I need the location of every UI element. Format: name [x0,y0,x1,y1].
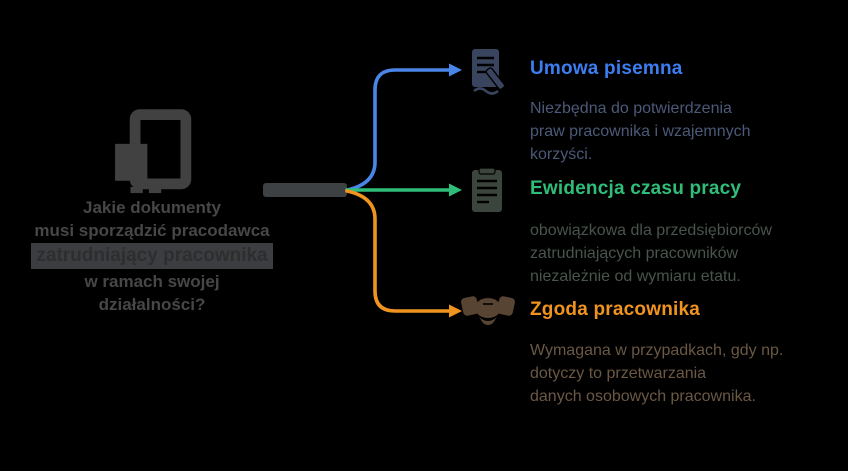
branch-title-ewidencja-czasu-pracy: Ewidencja czasu pracy [530,178,742,199]
branch-description: obowiązkowa dla przedsiębiorców zatrudni… [530,219,845,288]
arrow-blue [345,68,451,192]
branch-title-zgoda-pracownika: Zgoda pracownika [530,299,701,320]
body-line: Niezbędna do potwierdzenia [530,100,732,117]
arrow-orange [345,189,451,313]
question-text: Jakie dokumenty musi sporządzić pracodaw… [18,196,286,316]
arrowhead-blue-icon [449,63,462,77]
arrowhead-orange-icon [449,304,462,318]
body-line: dotyczy to przetwarzania [530,365,707,382]
body-line: korzyści. [530,146,593,163]
body-line: praw pracownika i wzajemnych [530,123,751,140]
contract-signature-icon [472,49,506,95]
body-line: Wymagana w przypadkach, gdy np. [530,342,784,359]
handshake-icon [461,296,515,325]
flow-bar [263,183,347,197]
body-line: niezależnie od wymiaru etatu. [530,268,741,285]
body-line: obowiązkowa dla przedsiębiorców [530,222,772,239]
question-line-highlight: zatrudniający pracownika [31,243,273,269]
arrowhead-green-icon [449,183,462,197]
documents-icon [115,109,192,194]
question-line: Jakie dokumenty [83,198,221,217]
body-line: danych osobowych pracownika. [530,388,756,405]
connector-arrows [263,63,462,318]
question-line: w ramach swojej [84,272,220,291]
body-line: zatrudniających pracowników [530,245,739,262]
question-line: musi sporządzić pracodawca [34,221,270,240]
branch-title-umowa-pisemna: Umowa pisemna [530,58,683,79]
timesheet-icon [472,168,502,212]
branch-description: Niezbędna do potwierdzenia praw pracowni… [530,97,845,166]
question-line: działalności? [98,295,206,314]
branch-description: Wymagana w przypadkach, gdy np. dotyczy … [530,339,845,408]
